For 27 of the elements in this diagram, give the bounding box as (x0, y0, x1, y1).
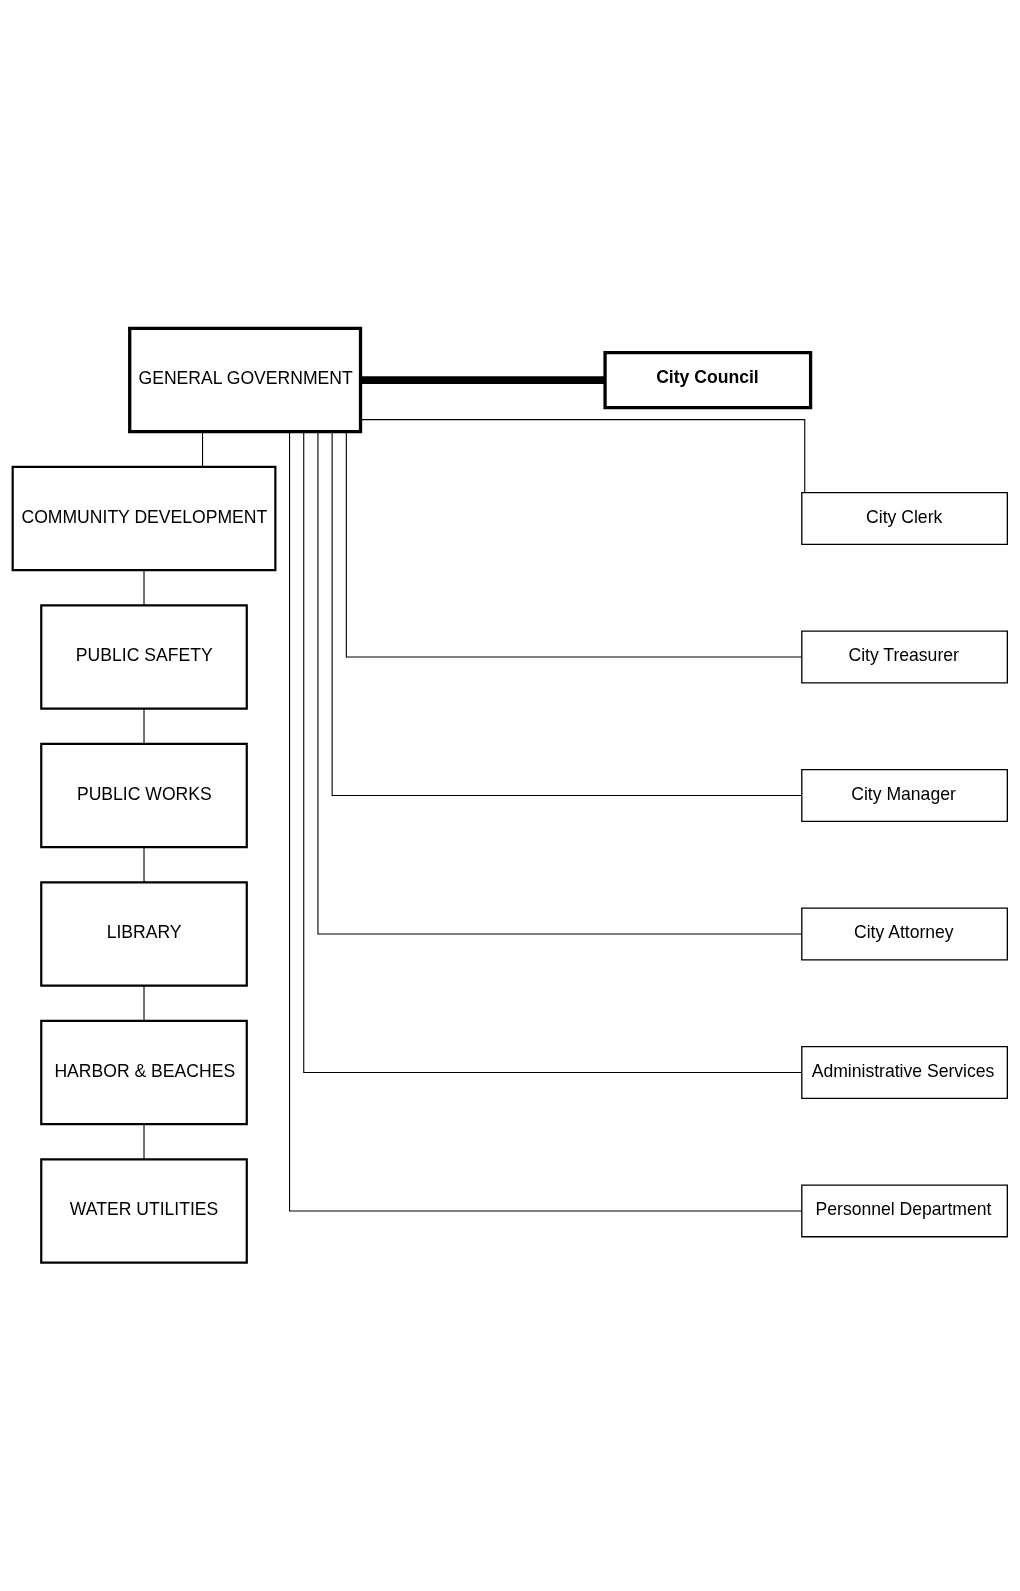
connector (143, 1123, 145, 1160)
node-box: WATER UTILITIES (40, 1158, 248, 1264)
node-box: Personnel Department (801, 1184, 1008, 1238)
node-box: GENERAL GOVERNMENT (128, 326, 363, 434)
connector (289, 431, 803, 1212)
node-box: City Manager (801, 769, 1008, 822)
node-box: PUBLIC SAFETY (40, 604, 248, 710)
connector (331, 431, 803, 797)
node-box: PUBLIC WORKS (40, 742, 248, 849)
node-box: City Council (603, 350, 813, 410)
connector (143, 708, 145, 745)
node-box: City Treasurer (801, 630, 1008, 684)
node-box: HARBOR & BEACHES (40, 1019, 248, 1126)
connector (360, 376, 605, 384)
node-box: COMMUNITY DEVELOPMENT (11, 465, 277, 572)
connector (303, 431, 803, 1073)
connector (143, 985, 145, 1022)
connector (202, 431, 204, 468)
node-box: LIBRARY (40, 881, 248, 987)
node-box: Administrative Services (801, 1046, 1008, 1099)
node-box: City Clerk (801, 492, 1008, 545)
connector (317, 431, 803, 935)
connector (143, 569, 145, 606)
connector (345, 431, 803, 658)
node-box: City Attorney (801, 907, 1008, 961)
connector (360, 419, 806, 494)
connector (143, 846, 145, 883)
